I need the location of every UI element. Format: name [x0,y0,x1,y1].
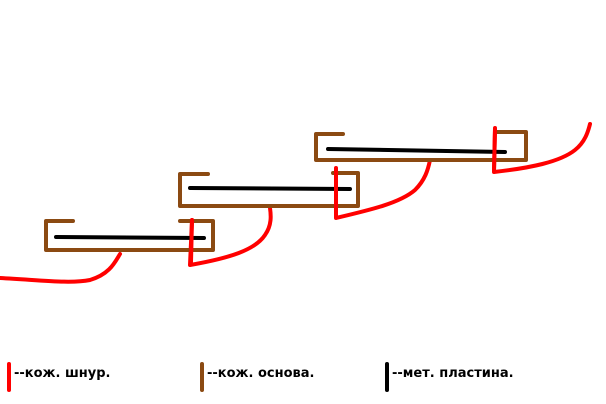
legend-plate-label: --мет. пластина. [392,365,514,381]
cord-segment-1 [188,206,273,267]
cord-segment-2 [334,158,432,220]
cord-segment-3 [492,122,592,174]
legend-plate: --мет. пластина. [385,360,514,394]
base-swatch-icon [200,362,204,392]
leather-cord [0,122,592,284]
cord-overlays [189,128,497,264]
cord-pass-3 [492,128,497,172]
base-3 [314,130,528,162]
plate-1 [54,235,206,240]
plate-2 [188,186,352,191]
leather-bases [44,130,528,252]
legend-cord: --кож. шнур. [7,360,110,394]
plate-swatch-icon [385,362,389,392]
legend-base-label: --кож. основа. [207,365,315,381]
legend-cord-label: --кож. шнур. [14,365,111,381]
metal-plates [54,147,507,240]
cord-segment-left [0,252,122,284]
plate-3 [326,147,507,154]
cord-swatch-icon [7,362,11,392]
base-2 [178,171,360,208]
cord-pass-1 [189,218,194,264]
base-1 [44,219,215,252]
legend-base: --кож. основа. [200,360,314,394]
